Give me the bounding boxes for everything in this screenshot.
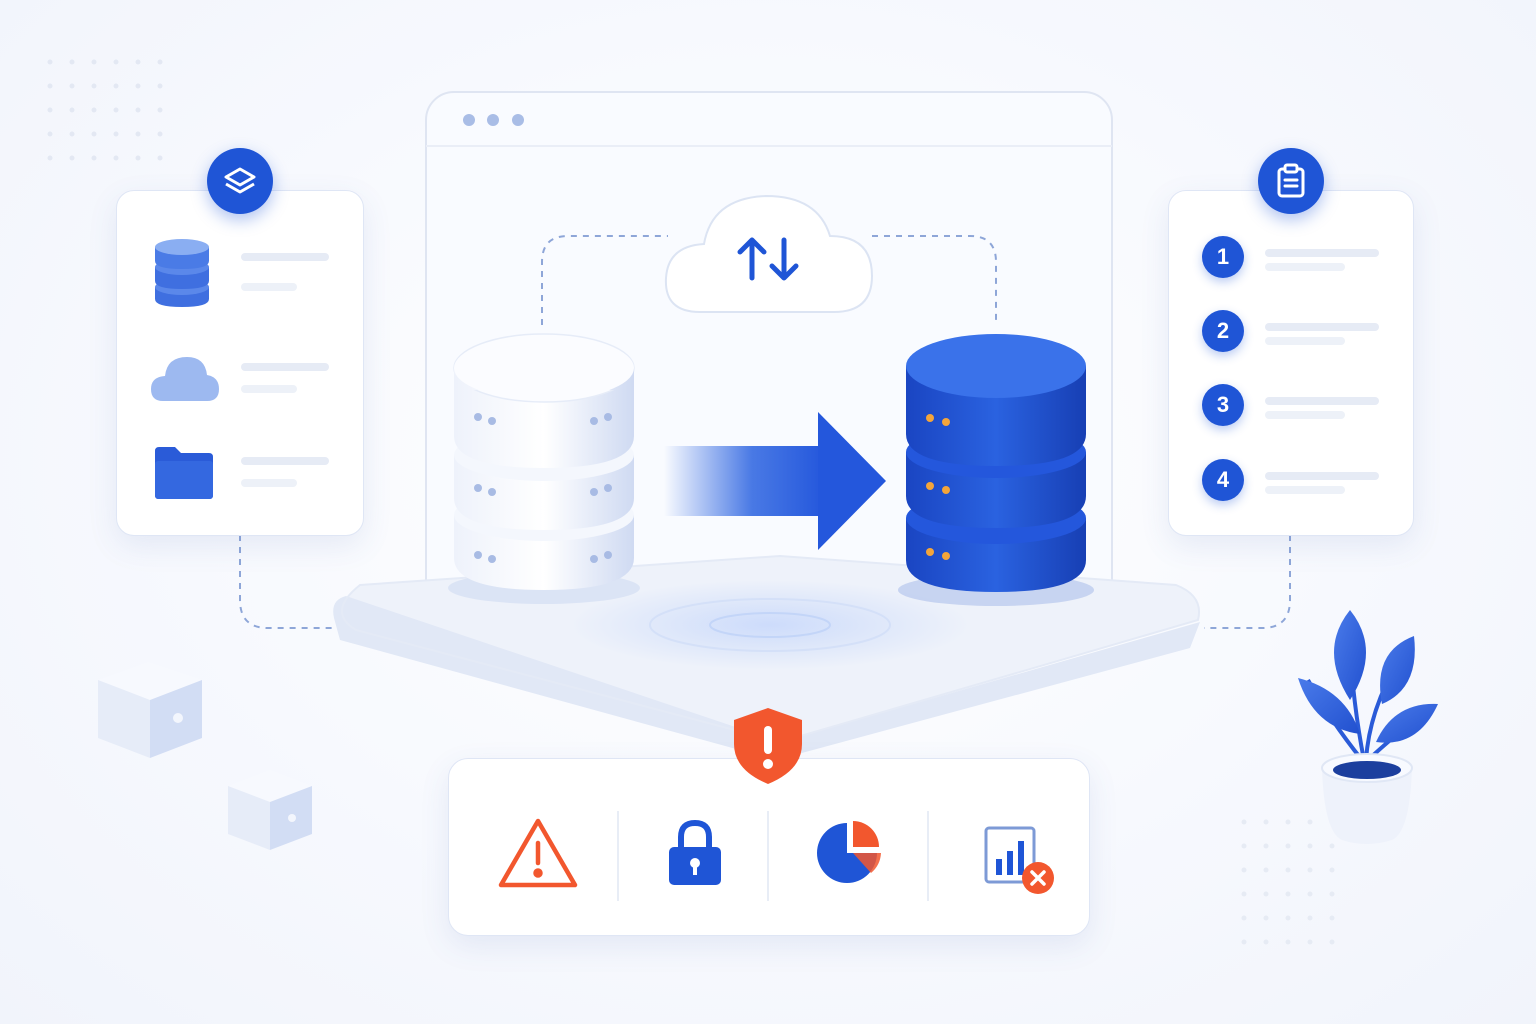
- migration-steps-panel: 1 2 3 4: [1168, 190, 1414, 536]
- target-database: [898, 334, 1094, 606]
- source-types-panel: [116, 190, 364, 536]
- placeholder-line: [1265, 486, 1345, 494]
- step-number: 3: [1202, 384, 1244, 426]
- dot-pattern-bottom-right: [1241, 819, 1335, 945]
- risk-panel: [448, 758, 1090, 936]
- clipboard-icon: [1258, 148, 1324, 214]
- placeholder-line: [1265, 263, 1345, 271]
- decorative-cube-small: [228, 770, 312, 850]
- database-icon: [153, 237, 211, 314]
- report-error-icon: [983, 825, 1057, 902]
- plant-decoration: [1298, 610, 1438, 844]
- step-number: 2: [1202, 310, 1244, 352]
- placeholder-line: [1265, 472, 1379, 480]
- window-dot: [463, 114, 475, 126]
- placeholder-line: [241, 363, 329, 371]
- folder-icon: [153, 445, 215, 504]
- placeholder-line: [241, 479, 297, 487]
- migration-arrow: [664, 412, 886, 550]
- layers-icon: [207, 148, 273, 214]
- sync-cloud: [664, 194, 874, 313]
- placeholder-line: [241, 283, 297, 291]
- placeholder-line: [1265, 323, 1379, 331]
- step-number: 4: [1202, 459, 1244, 501]
- placeholder-line: [1265, 337, 1345, 345]
- lock-icon: [667, 817, 723, 892]
- placeholder-line: [241, 253, 329, 261]
- placeholder-line: [241, 385, 297, 393]
- step-number: 1: [1202, 236, 1244, 278]
- placeholder-line: [1265, 397, 1379, 405]
- window-dot: [487, 114, 499, 126]
- divider: [617, 811, 619, 901]
- placeholder-line: [241, 457, 329, 465]
- warning-icon: [497, 817, 579, 894]
- divider: [927, 811, 929, 901]
- decorative-cube-large: [98, 662, 202, 758]
- cloud-icon: [149, 351, 221, 410]
- source-database: [448, 333, 640, 604]
- placeholder-line: [1265, 411, 1345, 419]
- divider: [767, 811, 769, 901]
- sync-arrows-icon: [737, 237, 799, 281]
- pie-chart-icon: [817, 819, 883, 890]
- shield-alert-icon: [730, 706, 806, 791]
- window-dot: [512, 114, 524, 126]
- placeholder-line: [1265, 249, 1379, 257]
- dot-pattern-top-left: [47, 59, 163, 161]
